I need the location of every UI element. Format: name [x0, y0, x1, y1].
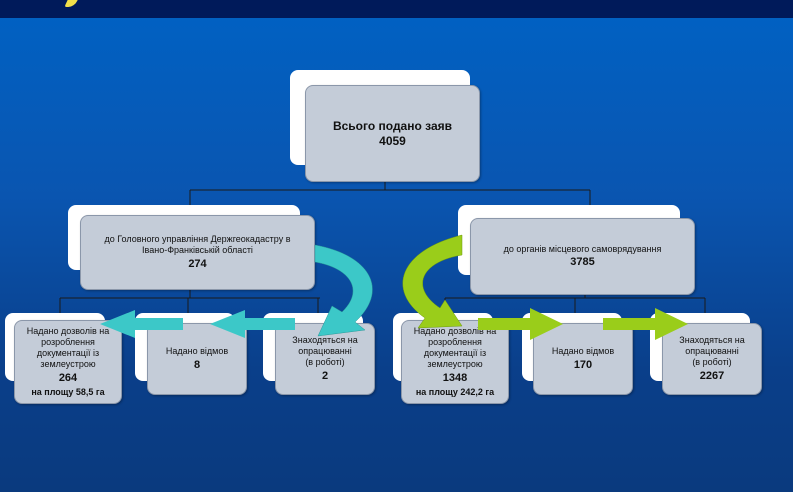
- title-bar: [0, 0, 793, 18]
- child-value: 1348: [442, 371, 468, 384]
- child-value: 170: [573, 358, 593, 371]
- green-arrow-right: [478, 308, 563, 340]
- left-child-permits: Надано дозволів на розроблення документа…: [14, 320, 122, 404]
- root-value: 4059: [379, 133, 406, 148]
- child-area: на площу 58,5 га: [31, 386, 105, 397]
- child-label: Знаходяться на опрацюванні: [679, 335, 745, 356]
- child-area: на площу 242,2 га: [415, 386, 495, 397]
- root-box: Всього подано заяв 4059: [305, 85, 480, 182]
- left-child-refusals: Надано відмов 8: [147, 323, 247, 395]
- teal-curved-arrow: [314, 244, 373, 337]
- child-value: 264: [58, 371, 78, 384]
- child-label: Надано відмов: [165, 346, 229, 356]
- left-connector: [59, 290, 320, 316]
- teal-arrow-left: [210, 310, 295, 338]
- child-value: 8: [193, 358, 201, 371]
- green-curved-arrow: [402, 234, 463, 329]
- child-label: Знаходяться на опрацюванні: [292, 335, 358, 356]
- teal-arrow-left: [100, 310, 183, 338]
- child-value: 2267: [699, 369, 725, 382]
- right-child-refusals: Надано відмов 170: [533, 323, 633, 395]
- child-label: Надано дозволів на розроблення документа…: [413, 326, 497, 369]
- green-arrow-right: [603, 308, 688, 340]
- child-label: Надано дозволів на розроблення документа…: [26, 326, 110, 369]
- root-connector: [189, 182, 591, 208]
- right-label: до органів місцевого самоврядування: [503, 243, 662, 254]
- left-value: 274: [188, 257, 207, 270]
- root-label: Всього подано заяв: [332, 119, 453, 134]
- child-sub: (в роботі): [692, 356, 732, 367]
- left-box: до Головного управління Держгеокадастру …: [80, 215, 315, 290]
- right-box: до органів місцевого самоврядування 3785: [470, 218, 695, 295]
- right-child-permits: Надано дозволів на розроблення документа…: [401, 320, 509, 404]
- right-child-in-progress: Знаходяться на опрацюванні (в роботі) 22…: [662, 323, 762, 395]
- child-label: Надано відмов: [551, 346, 615, 356]
- left-label: до Головного управління Держгеокадастру …: [104, 234, 291, 255]
- right-value: 3785: [570, 256, 595, 269]
- child-sub: (в роботі): [305, 356, 345, 367]
- child-value: 2: [321, 369, 329, 382]
